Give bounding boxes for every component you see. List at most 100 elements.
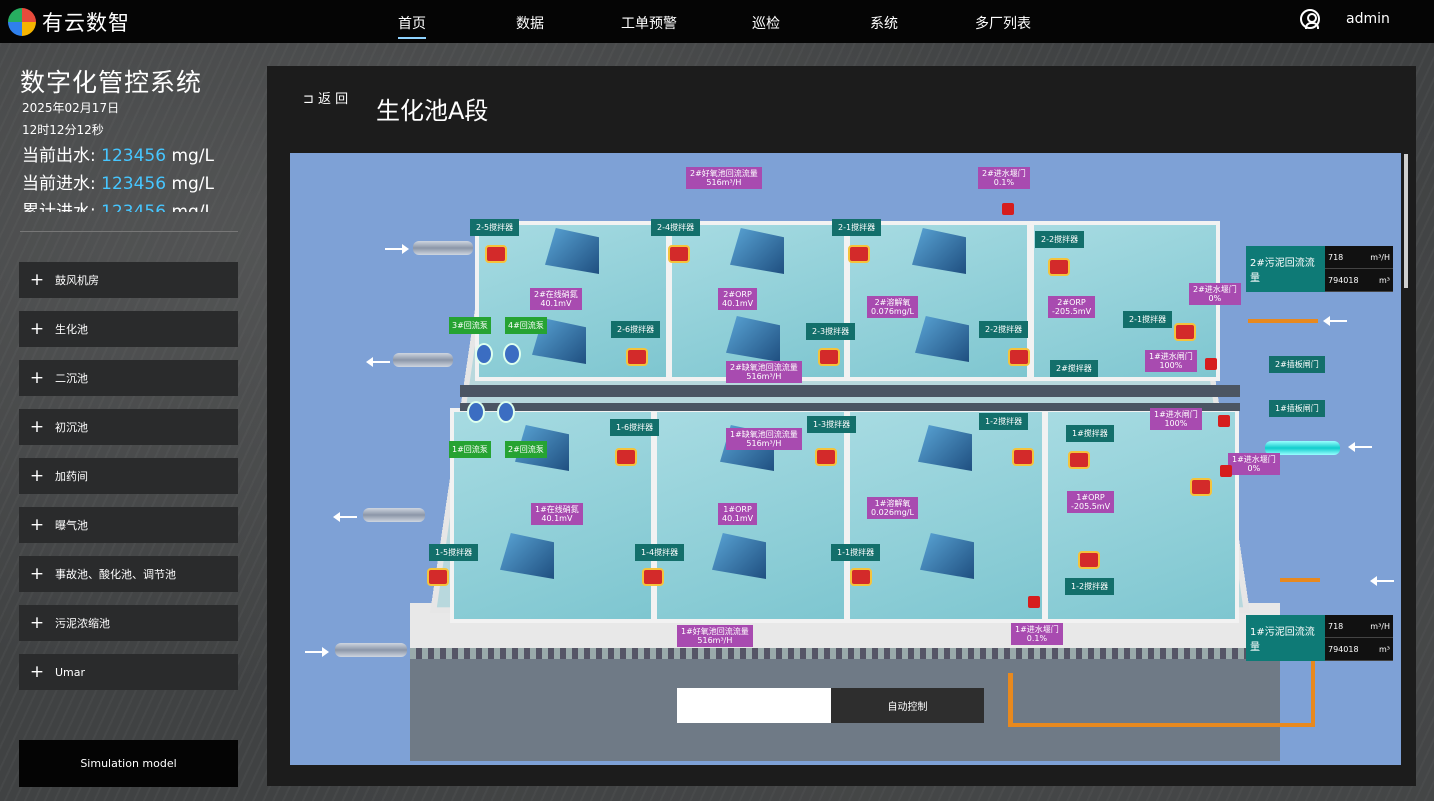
menu-item-aeration-tank[interactable]: +曝气池 bbox=[19, 507, 238, 543]
mixer-icon[interactable] bbox=[642, 568, 664, 586]
gate-label[interactable]: 1#插板闸门 bbox=[1269, 400, 1325, 417]
mixer-icon[interactable] bbox=[815, 448, 837, 466]
valve-icon[interactable] bbox=[1218, 415, 1230, 427]
menu-item-secondary-clarifier[interactable]: +二沉池 bbox=[19, 360, 238, 396]
mixer-label[interactable]: 1-1搅拌器 bbox=[831, 544, 881, 561]
valve-icon[interactable] bbox=[1002, 203, 1014, 215]
pump-icon[interactable] bbox=[497, 401, 515, 423]
menu-item-primary-clarifier[interactable]: +初沉池 bbox=[19, 409, 238, 445]
pump-icon[interactable] bbox=[503, 343, 521, 365]
menu-item-sludge-thickener[interactable]: +污泥浓缩池 bbox=[19, 605, 238, 641]
instrument-2-orp-b[interactable]: 2#ORP-205.5mV bbox=[1048, 296, 1096, 318]
menu-item-dosing-room[interactable]: +加药间 bbox=[19, 458, 238, 494]
mixer-icon[interactable] bbox=[850, 568, 872, 586]
menu-item-biochemical-tank[interactable]: +生化池 bbox=[19, 311, 238, 347]
main-nav: 首页 数据 工单预警 巡检 系统 多厂列表 bbox=[0, 0, 1434, 43]
nav-item-multi-plant[interactable]: 多厂列表 bbox=[975, 16, 1031, 32]
menu-item-accident-acid-regulate[interactable]: +事故池、酸化池、调节池 bbox=[19, 556, 238, 592]
user-name[interactable]: admin bbox=[1346, 11, 1390, 27]
mixer-label[interactable]: 1-2搅拌器 bbox=[1065, 578, 1115, 595]
gate-label[interactable]: 2#插板闸门 bbox=[1269, 356, 1325, 373]
pump-label[interactable]: 2#回流泵 bbox=[505, 441, 547, 458]
user-icon[interactable] bbox=[1300, 9, 1320, 29]
valve-icon[interactable] bbox=[1205, 358, 1217, 370]
back-button[interactable]: ⊐ 返 回 bbox=[303, 88, 348, 107]
nav-item-inspection[interactable]: 巡检 bbox=[752, 16, 780, 32]
mixer-label[interactable]: 1-4搅拌器 bbox=[635, 544, 685, 561]
mixer-label[interactable]: 1-2搅拌器 bbox=[979, 413, 1029, 430]
tank-3d-scene[interactable]: 2-5搅拌器 2-4搅拌器 2-1搅拌器 2-2搅拌器 2-6搅拌器 2-3搅拌… bbox=[290, 153, 1401, 765]
mixer-icon[interactable] bbox=[485, 245, 507, 263]
mixer-icon[interactable] bbox=[1174, 323, 1196, 341]
mixer-label[interactable]: 1-3搅拌器 bbox=[807, 416, 857, 433]
current-date: 2025年02月17日 bbox=[22, 101, 120, 115]
mixer-label[interactable]: 1#搅拌器 bbox=[1066, 425, 1114, 442]
mixer-icon[interactable] bbox=[1068, 451, 1090, 469]
mixer-label[interactable]: 2-3搅拌器 bbox=[806, 323, 856, 340]
simulation-model-button[interactable]: Simulation model bbox=[19, 740, 238, 787]
mixer-icon[interactable] bbox=[1008, 348, 1030, 366]
mixer-icon[interactable] bbox=[427, 568, 449, 586]
mixer-label[interactable]: 2-2搅拌器 bbox=[1035, 231, 1085, 248]
nav-item-data[interactable]: 数据 bbox=[516, 16, 544, 32]
valve-icon[interactable] bbox=[1220, 465, 1232, 477]
nav-item-system[interactable]: 系统 bbox=[870, 16, 898, 32]
mixer-label[interactable]: 2#搅拌器 bbox=[1050, 360, 1098, 377]
mixer-icon[interactable] bbox=[668, 245, 690, 263]
metrics-list[interactable]: 当前出水: 123456 mg/L 当前进水: 123456 mg/L 累计进水… bbox=[22, 142, 242, 212]
mixer-icon[interactable] bbox=[1190, 478, 1212, 496]
nav-item-workorder-alert[interactable]: 工单预警 bbox=[621, 16, 677, 32]
mixer-label[interactable]: 1-5搅拌器 bbox=[429, 544, 479, 561]
control-mode-toggle[interactable]: 自动控制 bbox=[677, 688, 984, 723]
metric-value: 123456 bbox=[101, 202, 167, 212]
mixer-icon[interactable] bbox=[615, 448, 637, 466]
menu-item-umar[interactable]: +Umar bbox=[19, 654, 238, 690]
pump-icon[interactable] bbox=[475, 343, 493, 365]
mixer-label[interactable]: 1-6搅拌器 bbox=[610, 419, 660, 436]
auto-control-option[interactable]: 自动控制 bbox=[831, 688, 984, 723]
metric-inflow: 当前进水: 123456 mg/L bbox=[22, 170, 242, 198]
instrument-1-orp-b[interactable]: 1#ORP-205.5mV bbox=[1067, 491, 1115, 513]
mixer-icon[interactable] bbox=[1048, 258, 1070, 276]
mixer-icon[interactable] bbox=[1078, 551, 1100, 569]
manual-control-option[interactable] bbox=[677, 688, 831, 723]
pump-label[interactable]: 3#回流泵 bbox=[449, 317, 491, 334]
nav-item-home[interactable]: 首页 bbox=[398, 13, 426, 39]
brand-logo[interactable]: 有云数智 bbox=[8, 7, 130, 37]
pump-icon[interactable] bbox=[467, 401, 485, 423]
instrument-name: 1#好氧池回流流量 bbox=[681, 627, 749, 636]
pump-label[interactable]: 1#回流泵 bbox=[449, 441, 491, 458]
mixer-label[interactable]: 2-4搅拌器 bbox=[651, 219, 701, 236]
mixer-label[interactable]: 2-1搅拌器 bbox=[832, 219, 882, 236]
mixer-label[interactable]: 2-5搅拌器 bbox=[470, 219, 520, 236]
mixer-label[interactable]: 2-6搅拌器 bbox=[611, 321, 661, 338]
pump-label[interactable]: 4#回流泵 bbox=[505, 317, 547, 334]
valve-icon[interactable] bbox=[1028, 596, 1040, 608]
mixer-label[interactable]: 2-1搅拌器 bbox=[1123, 311, 1173, 328]
scene-scrollbar[interactable] bbox=[1404, 154, 1408, 288]
mixer-icon[interactable] bbox=[818, 348, 840, 366]
mixer-icon[interactable] bbox=[848, 245, 870, 263]
mixer-label[interactable]: 2-2搅拌器 bbox=[979, 321, 1029, 338]
menu-item-blower-room[interactable]: +鼓风机房 bbox=[19, 262, 238, 298]
mixer-icon[interactable] bbox=[626, 348, 648, 366]
mixer-icon[interactable] bbox=[1012, 448, 1034, 466]
